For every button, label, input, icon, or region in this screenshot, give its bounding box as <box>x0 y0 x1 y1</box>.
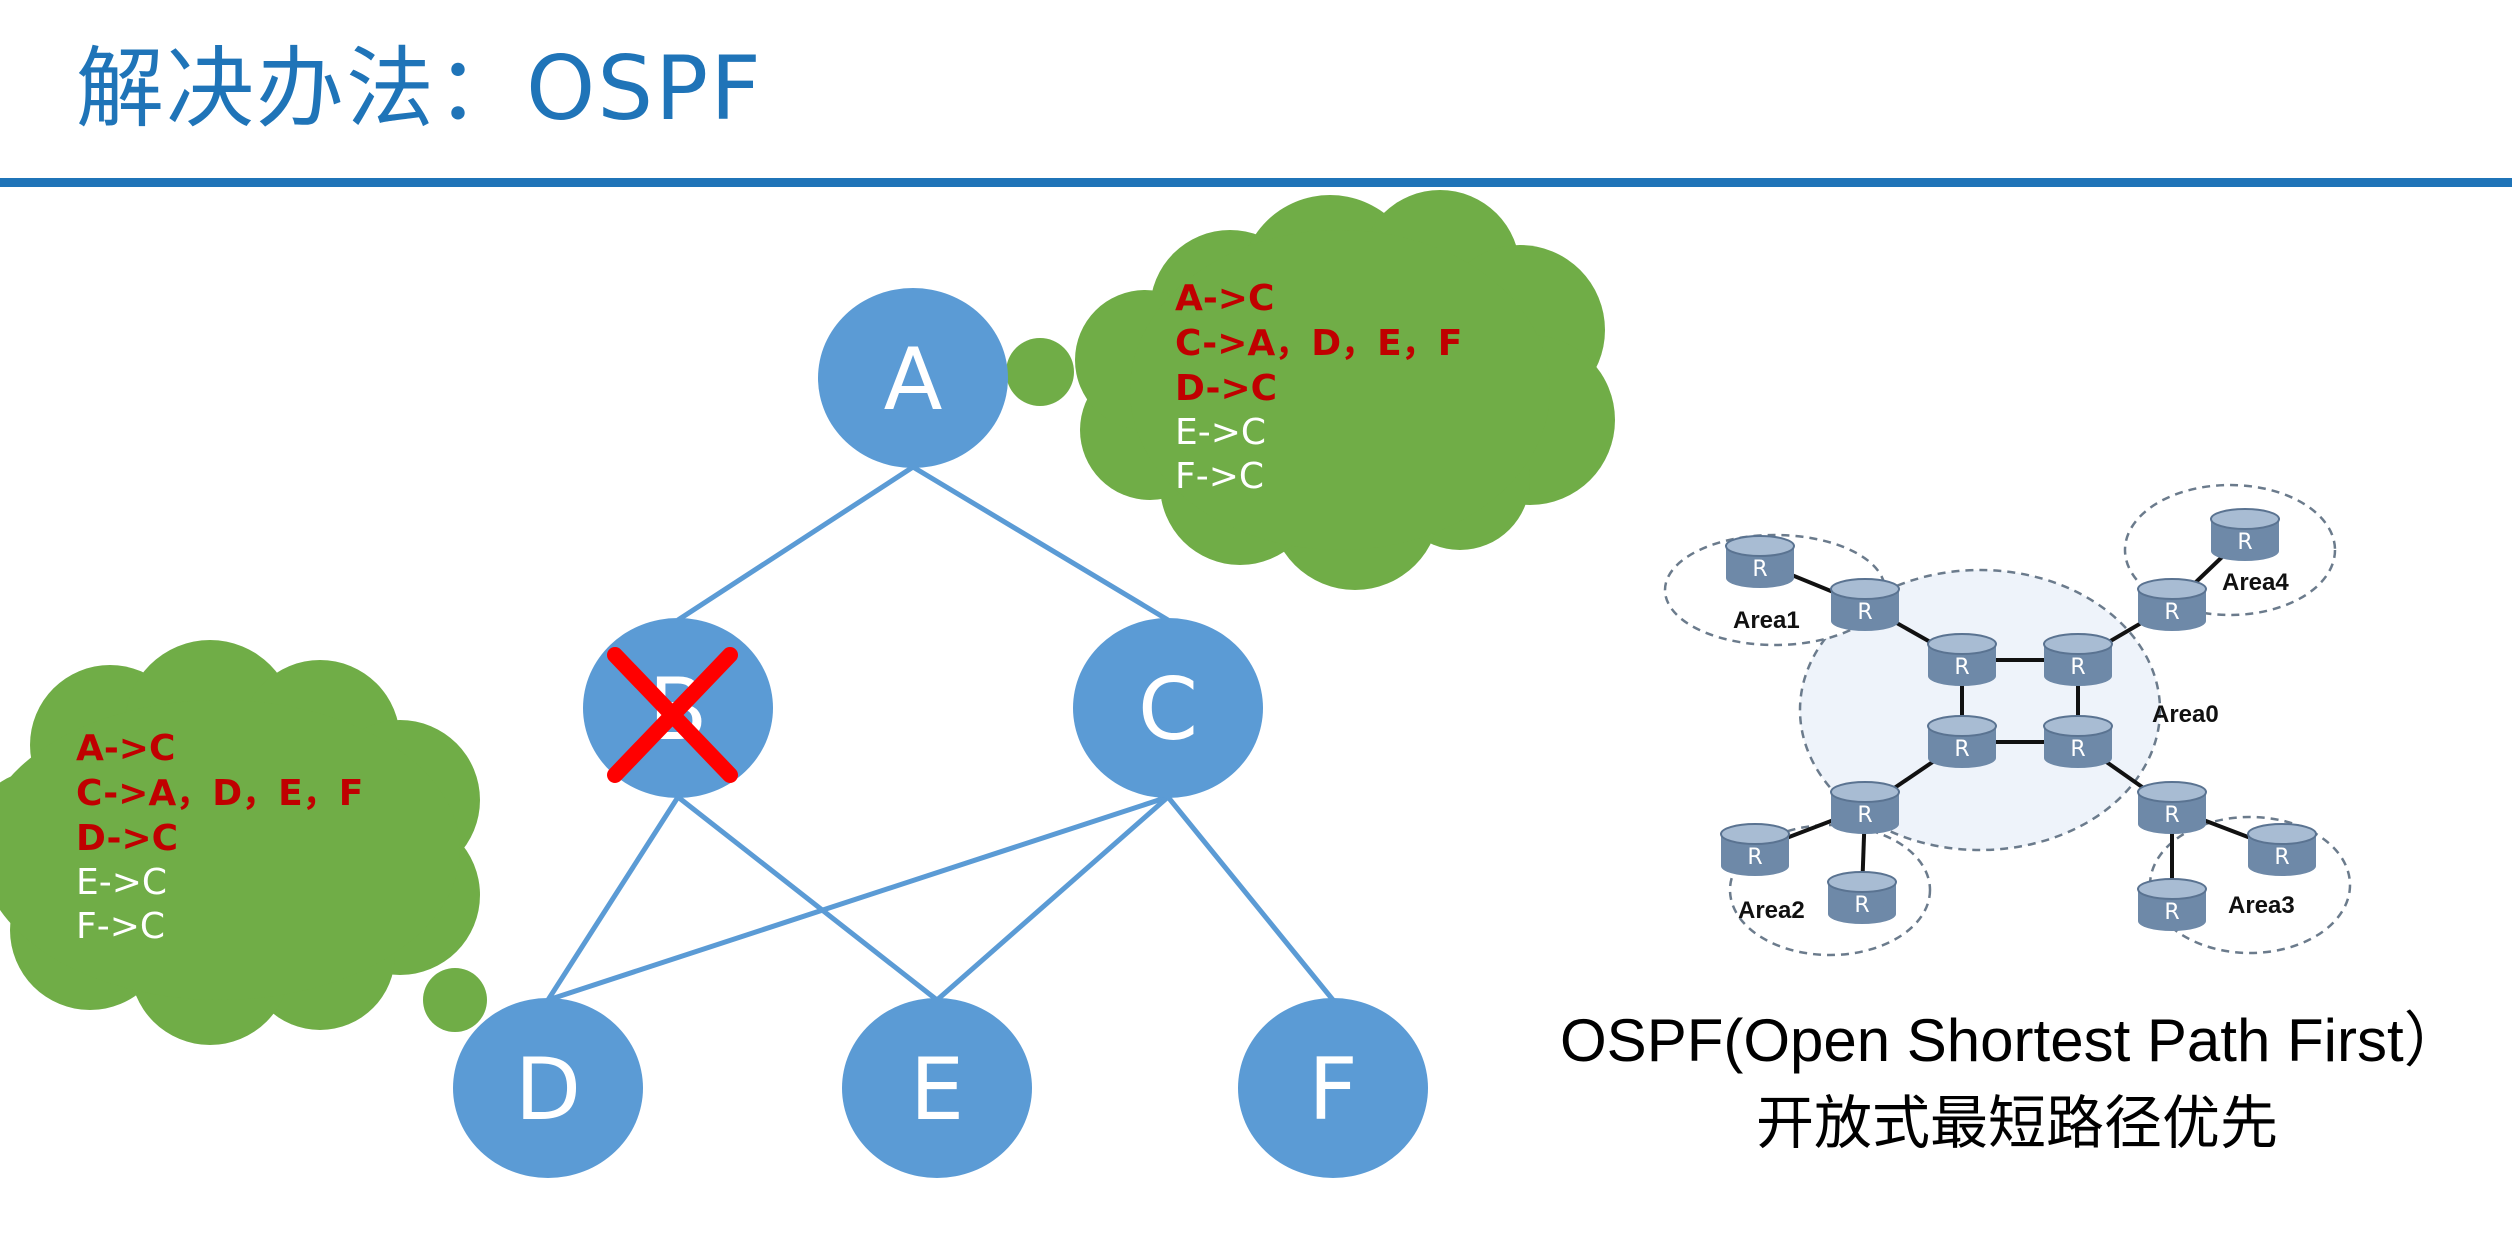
router-label: R <box>2070 737 2085 762</box>
node-a-label: A <box>884 330 943 430</box>
bubble-left-line-3: D->C <box>76 818 178 859</box>
thought-cloud-left <box>0 640 551 1073</box>
bubble-top-text: A->C C->A，D，E，F D->C E->C F->C <box>1175 278 1462 497</box>
bubble-left-line-5: F->C <box>76 906 165 947</box>
links <box>545 464 1335 1003</box>
link-b-d <box>545 795 681 1002</box>
router-icon: R <box>2137 578 2207 631</box>
node-a <box>818 288 1008 468</box>
nodes <box>453 288 1428 1178</box>
node-f-label: F <box>1308 1040 1357 1140</box>
bubble-left-line-4: E->C <box>76 862 167 903</box>
router-label: R <box>2274 845 2289 870</box>
ospf-caption-chinese: 开放式最短路径优先 <box>1756 1089 2279 1157</box>
router-label: R <box>2164 900 2179 925</box>
router-icon: R <box>2210 508 2280 561</box>
bubble-top-line-2: C->A，D，E，F <box>1175 323 1462 364</box>
title-rule <box>0 178 2512 187</box>
ospf-area-figure: R R R R R <box>1663 483 2352 957</box>
router-icon: R <box>1830 781 1900 834</box>
router-label: R <box>1857 600 1872 625</box>
page-title: 解决办法：OSPF <box>76 37 763 140</box>
node-e-label: E <box>910 1040 964 1140</box>
router-label: R <box>1854 893 1869 918</box>
link-c-e <box>935 795 1170 1002</box>
router-label: R <box>1752 557 1767 582</box>
router-label: R <box>2164 600 2179 625</box>
thought-cloud-top <box>922 190 1615 590</box>
link-a-b <box>676 464 915 623</box>
router-icon: R <box>1927 633 1997 686</box>
router-icon: R <box>2137 878 2207 931</box>
area1-label: Area1 <box>1733 607 1800 634</box>
bubble-top-line-4: E->C <box>1175 412 1266 453</box>
area-labels: Area0 Area1 Area2 Area3 Area4 <box>1733 569 2295 924</box>
bubble-left-text: A->C C->A，D，E，F D->C E->C F->C <box>76 728 363 947</box>
link-c-f <box>1166 795 1335 1002</box>
router-icon: R <box>2247 823 2317 876</box>
node-d-label: D <box>515 1040 581 1140</box>
area2-label: Area2 <box>1738 897 1805 924</box>
router-label: R <box>1747 845 1762 870</box>
router-icon: R <box>1725 535 1795 588</box>
failure-cross-icon <box>607 647 738 783</box>
area0-label: Area0 <box>2152 701 2219 728</box>
router-label: R <box>2164 803 2179 828</box>
node-e <box>842 998 1032 1178</box>
bubble-top-line-3: D->C <box>1175 368 1277 409</box>
router-icon: R <box>2043 633 2113 686</box>
router-icon: R <box>1720 823 1790 876</box>
ospf-caption-english: OSPF(Open Shortest Path First） <box>1560 1007 2464 1074</box>
router-icon: R <box>1927 715 1997 768</box>
router-label: R <box>1954 737 1969 762</box>
node-c-label: C <box>1138 660 1198 760</box>
bubble-left-line-2: C->A，D，E，F <box>76 773 363 814</box>
node-d <box>453 998 643 1178</box>
link-c-d <box>547 794 1169 1003</box>
bubble-left-line-1: A->C <box>76 728 175 769</box>
link-b-e <box>676 795 939 1002</box>
router-icon: R <box>1827 871 1897 924</box>
link-a-c <box>911 464 1170 623</box>
node-c <box>1073 618 1263 798</box>
ospf-routers: R R R R R <box>1720 508 2317 931</box>
router-label: R <box>1857 803 1872 828</box>
bubble-top-line-5: F->C <box>1175 456 1264 497</box>
router-icon: R <box>2043 715 2113 768</box>
router-label: R <box>1954 655 1969 680</box>
area4-label: Area4 <box>2222 569 2289 596</box>
node-f <box>1238 998 1428 1178</box>
router-icon: R <box>1830 578 1900 631</box>
area3-label: Area3 <box>2228 892 2295 919</box>
router-label: R <box>2237 530 2252 555</box>
router-icon: R <box>2137 781 2207 834</box>
router-label: R <box>2070 655 2085 680</box>
bubble-top-line-1: A->C <box>1175 278 1274 319</box>
